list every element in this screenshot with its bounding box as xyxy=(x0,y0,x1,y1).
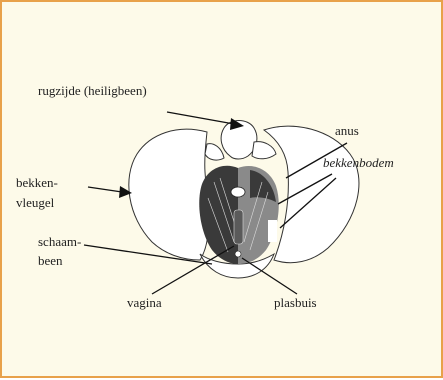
anus-opening xyxy=(231,187,245,197)
label-pelvic-floor: bekkenbodem xyxy=(323,155,394,170)
left-pelvic-wing xyxy=(129,129,209,260)
highlight-patch xyxy=(268,220,277,242)
label-anus: anus xyxy=(335,123,359,138)
label-pelvic-wing-1: bekken- xyxy=(16,175,58,190)
label-pelvic-wing-2: vleugel xyxy=(16,195,55,210)
label-pubic-bone-2: been xyxy=(38,253,63,268)
sacrum-segment-left xyxy=(205,144,224,160)
sacrum-segment-right xyxy=(252,142,276,159)
right-pelvic-wing xyxy=(264,126,359,263)
label-vagina: vagina xyxy=(127,295,162,310)
vagina-opening xyxy=(234,210,243,244)
urethra-opening xyxy=(235,251,241,257)
label-urethra: plasbuis xyxy=(274,295,317,310)
pelvic-floor-muscles xyxy=(199,166,279,264)
label-pubic-bone-1: schaam- xyxy=(38,234,81,249)
label-sacrum: rugzijde (heiligbeen) xyxy=(38,83,147,98)
